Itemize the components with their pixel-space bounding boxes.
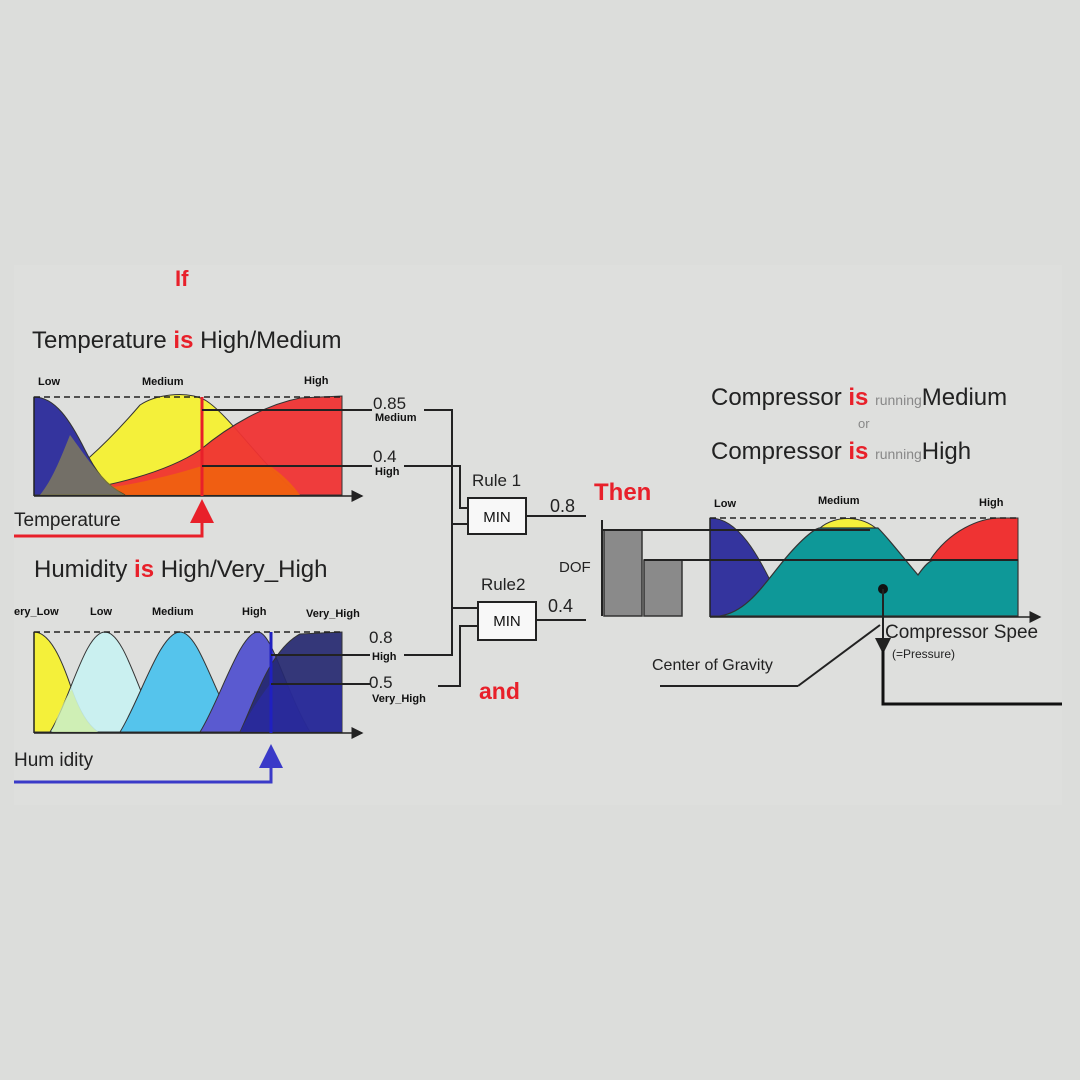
rule2-result: 0.4 [548, 596, 573, 616]
dof-label: DOF [559, 559, 591, 576]
hum-set-medium-label: Medium [152, 606, 194, 618]
rule2-label: Rule2 [481, 575, 525, 594]
output-line-2: Compressor is runningHigh [711, 438, 971, 465]
dof-bar-rule1 [603, 529, 643, 617]
out-set-low-label: Low [714, 498, 736, 510]
center-of-gravity-label: Center of Gravity [652, 657, 773, 674]
temp-set-high-label: High [304, 375, 329, 387]
temp-input-arrow [14, 499, 214, 538]
hum-high-degree-label: High [372, 651, 397, 663]
then-label: Then [594, 479, 651, 506]
hum-set-high-label: High [242, 606, 267, 618]
hum-set-low-label: Low [90, 606, 112, 618]
rule1-op: MIN [483, 509, 511, 526]
dof-bar-rule2 [643, 559, 683, 617]
output-membership-chart: Low Medium High [602, 495, 1062, 706]
if-label: If [175, 266, 189, 291]
temperature-axis-label: Temperature [14, 510, 121, 531]
hum-high-degree: 0.8 [369, 628, 393, 647]
output-path [881, 650, 1062, 706]
temp-high-degree: 0.4 [373, 447, 397, 466]
hum-set-veryhigh-label: Very_High [306, 608, 360, 620]
rule2-op: MIN [493, 613, 521, 630]
hum-input-arrow [14, 744, 283, 784]
temperature-rule-title: Temperature is High/Medium [32, 327, 341, 354]
output-line-1: Compressor is runningMedium [711, 384, 1007, 411]
and-label: and [479, 678, 520, 704]
temp-set-medium-label: Medium [142, 376, 184, 388]
temp-medium-degree: 0.85 [373, 394, 406, 413]
temperature-membership-chart: Low Medium High [33, 375, 372, 502]
dof-bars: DOF [559, 520, 683, 617]
output-axis-sublabel: (=Pressure) [892, 647, 955, 661]
out-high-curve [929, 517, 1019, 561]
temp-set-low-label: Low [38, 376, 60, 388]
rule1-min-box [467, 497, 527, 535]
humidity-axis-label: Hum idity [14, 750, 94, 771]
temp-high-clipped-area [34, 466, 300, 495]
rule2-min-box [477, 601, 537, 641]
out-aggregated-area [719, 527, 1019, 617]
out-set-medium-label: Medium [818, 495, 860, 507]
rule1-result: 0.8 [550, 496, 575, 516]
output-axis-label: Compressor Spee [885, 622, 1038, 643]
humidity-rule-title: Humidity is High/Very_High [34, 556, 327, 583]
out-set-high-label: High [979, 497, 1004, 509]
hum-veryhigh-degree: 0.5 [369, 673, 393, 692]
rule1-label: Rule 1 [472, 471, 521, 490]
or-label: or [858, 416, 870, 431]
hum-veryhigh-degree-label: Very_High [372, 693, 426, 705]
hum-set-verylow-label: ery_Low [14, 606, 59, 618]
humidity-membership-chart: ery_Low Low Medium High Very_High [14, 606, 370, 739]
temp-high-degree-label: High [375, 466, 400, 478]
temp-medium-degree-label: Medium [375, 412, 417, 424]
rule-connectors [404, 409, 586, 687]
